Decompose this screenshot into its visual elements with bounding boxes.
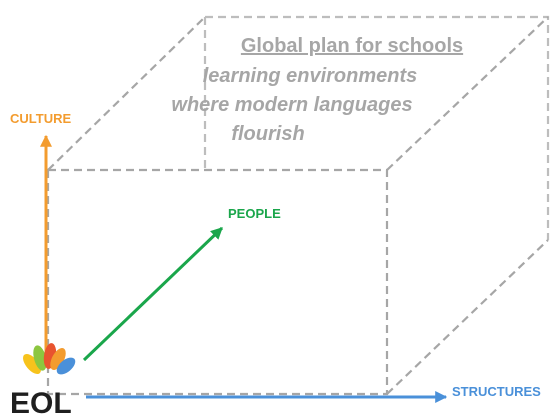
- logo-petal-blue: [56, 357, 76, 375]
- structures-axis-label: STRUCTURES: [452, 384, 541, 399]
- people-axis-arrow: [82, 226, 224, 362]
- logo-petals: [23, 343, 76, 375]
- subtitle-line-3: flourish: [231, 123, 304, 145]
- logo-text: EOL: [10, 387, 72, 414]
- logo-petal-yellow: [23, 354, 41, 374]
- cube-connecting-edges: [47, 16, 549, 395]
- culture-axis-label: CULTURE: [10, 111, 71, 126]
- logo-petal-orange: [50, 348, 66, 370]
- diagram-title: Global plan for schools: [241, 35, 463, 57]
- eol-logo: EOL: [10, 343, 76, 414]
- subtitle-line-1: learning environments: [203, 65, 418, 87]
- people-axis-label: PEOPLE: [228, 206, 281, 221]
- cube-front-face: [46, 168, 389, 396]
- logo-petal-green: [33, 345, 47, 371]
- subtitle-line-2: where modern languages: [171, 94, 412, 116]
